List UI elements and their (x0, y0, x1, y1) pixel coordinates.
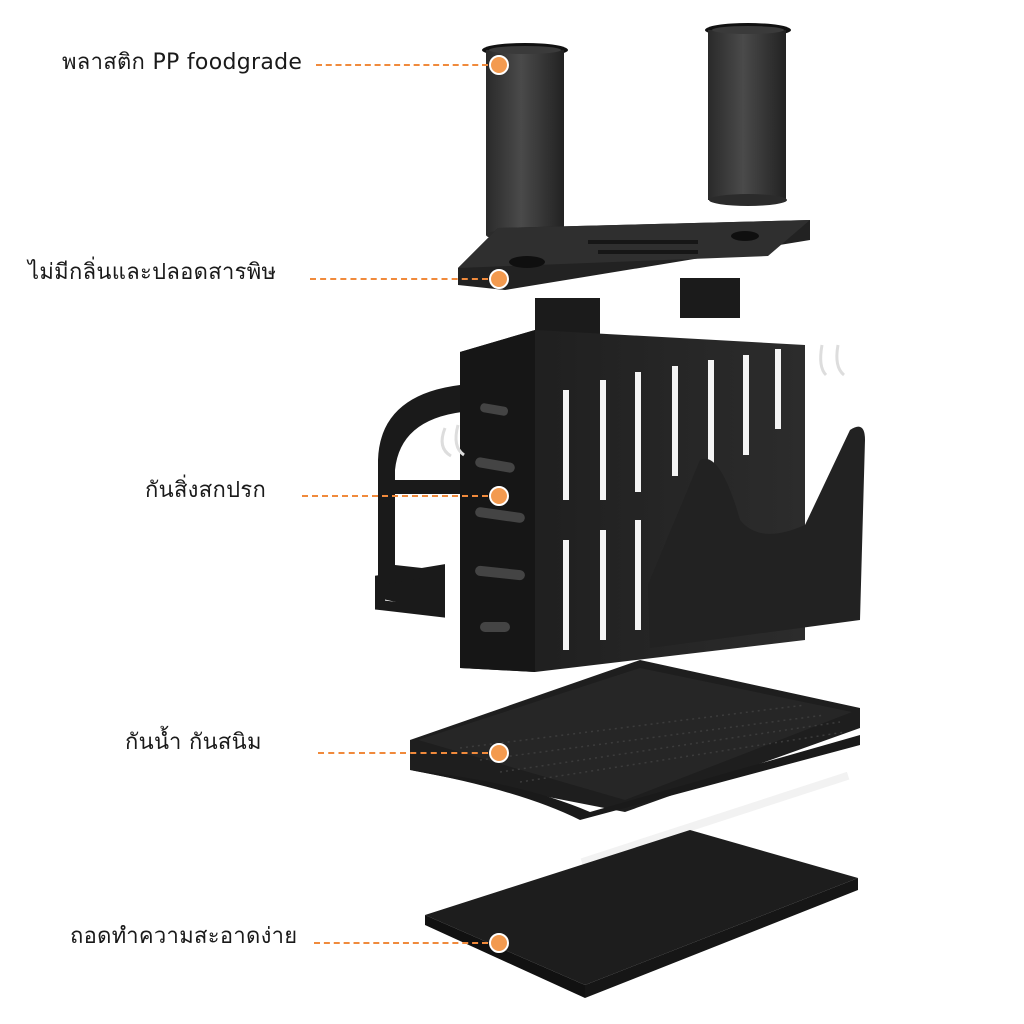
callout-marker-material (489, 55, 509, 75)
callout-leader-material (316, 64, 488, 66)
callout-leader-dust (302, 495, 488, 497)
utensil-cup-right (705, 23, 791, 206)
callout-leader-clean (314, 942, 488, 944)
callout-label-clean: ถอดทำความสะอาดง่าย (70, 924, 298, 949)
callout-marker-water (489, 743, 509, 763)
callout-marker-dust (489, 486, 509, 506)
drip-tray (425, 830, 858, 998)
callout-label-safe: ไม่มีกลิ่นและปลอดสารพิษ (28, 260, 277, 285)
callout-leader-water (318, 752, 488, 754)
callout-marker-safe (489, 269, 509, 289)
callout-label-material: พลาสติก PP foodgrade (62, 50, 303, 75)
top-cover-plate (458, 220, 810, 290)
knife-block-body (375, 278, 865, 672)
drying-rack-tray (410, 660, 860, 867)
callout-label-dust: กันสิ่งสกปรก (145, 478, 267, 503)
callout-marker-clean (489, 933, 509, 953)
callout-leader-safe (310, 278, 488, 280)
callout-label-water: กันน้ำ กันสนิม (125, 730, 262, 755)
